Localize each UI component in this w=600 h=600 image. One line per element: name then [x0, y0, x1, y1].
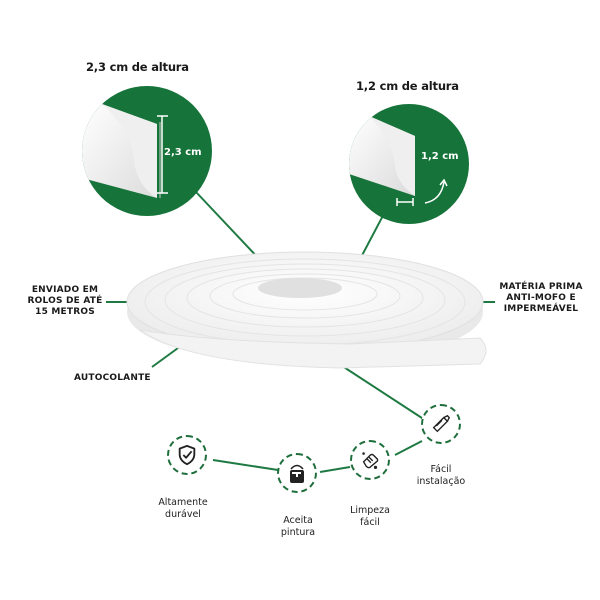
molding-roll-image [126, 251, 487, 369]
large-profile-detail-circle: 2,3 cm [82, 86, 212, 216]
callout-adhesive: AUTOCOLANTE [74, 373, 151, 383]
small-profile-detail-circle: 1,2 cm [349, 104, 469, 224]
cleaning-hand-icon [362, 452, 379, 469]
feature-paintable-label: Aceita pintura [280, 515, 316, 538]
callout-roll-length: ENVIADO EM ROLOS DE ATÉ 15 METROS [27, 285, 103, 317]
feature-paintable [277, 453, 317, 493]
feature-easy-clean-label: Limpeza fácil [350, 505, 390, 528]
large-profile-title: 2,3 cm de altura [86, 60, 189, 74]
utility-knife-icon [432, 414, 451, 433]
feature-durable [167, 435, 207, 475]
paint-bucket-icon [290, 464, 304, 483]
feature-easy-install [421, 404, 461, 444]
molding-profile-image [349, 116, 448, 206]
small-profile-title: 1,2 cm de altura [356, 79, 459, 93]
molding-profile-image [82, 104, 168, 198]
feature-durable-label: Altamente durável [158, 497, 208, 520]
callout-material: MATÉRIA PRIMA ANTI-MOFO E IMPERMEÁVEL [499, 282, 583, 314]
large-measure-label: 2,3 cm [164, 147, 202, 158]
feature-easy-install-label: Fácil instalação [416, 464, 466, 487]
small-measure-label: 1,2 cm [421, 151, 459, 162]
shield-check-icon [178, 444, 196, 466]
feature-easy-clean [350, 440, 390, 480]
